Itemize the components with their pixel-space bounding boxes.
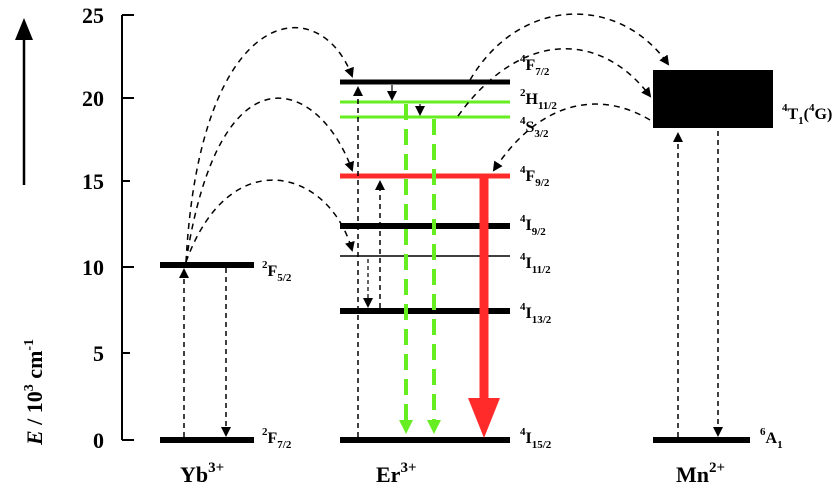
mn-4T1-label: 4T1(4G) [782, 102, 832, 127]
yb-2F52-label: 2F5/2 [262, 259, 292, 284]
er-4F72-label: 4F7/2 [520, 53, 550, 78]
et-mn-to-4F92 [492, 103, 651, 172]
er-4F92-label: 4F9/2 [520, 164, 550, 189]
y-tick-15: 15 [82, 169, 104, 194]
et-4S32-to-mn [457, 48, 652, 117]
er-4I112-label: 4I11/2 [520, 251, 551, 276]
et-yb-to-4F92 [185, 97, 355, 263]
y-tick-20: 20 [82, 86, 104, 111]
y-tick-5: 5 [93, 341, 104, 366]
et-yb-to-4F72 [185, 27, 354, 263]
yb-2F72-label: 2F7/2 [262, 426, 292, 451]
energy-arrow-head [15, 18, 33, 40]
y-axis-ticks [122, 14, 134, 441]
ion-label-yb: Yb3+ [180, 460, 224, 487]
ion-label-mn: Mn2+ [676, 460, 725, 487]
er-red-emission-head [468, 398, 500, 438]
ion-label-er: Er3+ [376, 460, 417, 487]
y-tick-0: 0 [93, 428, 104, 453]
er-4S32-label: 4S3/2 [520, 115, 549, 140]
er-4I92-label: 4I9/2 [520, 213, 546, 238]
y-axis-label: E / 103 cm-1 [22, 339, 47, 446]
y-tick-10: 10 [82, 255, 104, 280]
mn-6A1-label: 6A1 [760, 426, 783, 451]
er-2H112-label: 2H11/2 [520, 87, 557, 112]
mn-4T1-band [653, 70, 773, 128]
et-yb-to-4I112 [185, 179, 355, 263]
et-4F72-to-mn [469, 13, 670, 81]
er-4I152-label: 4I15/2 [520, 426, 552, 451]
er-4I132-label: 4I13/2 [520, 301, 552, 326]
y-tick-25: 25 [82, 3, 104, 28]
